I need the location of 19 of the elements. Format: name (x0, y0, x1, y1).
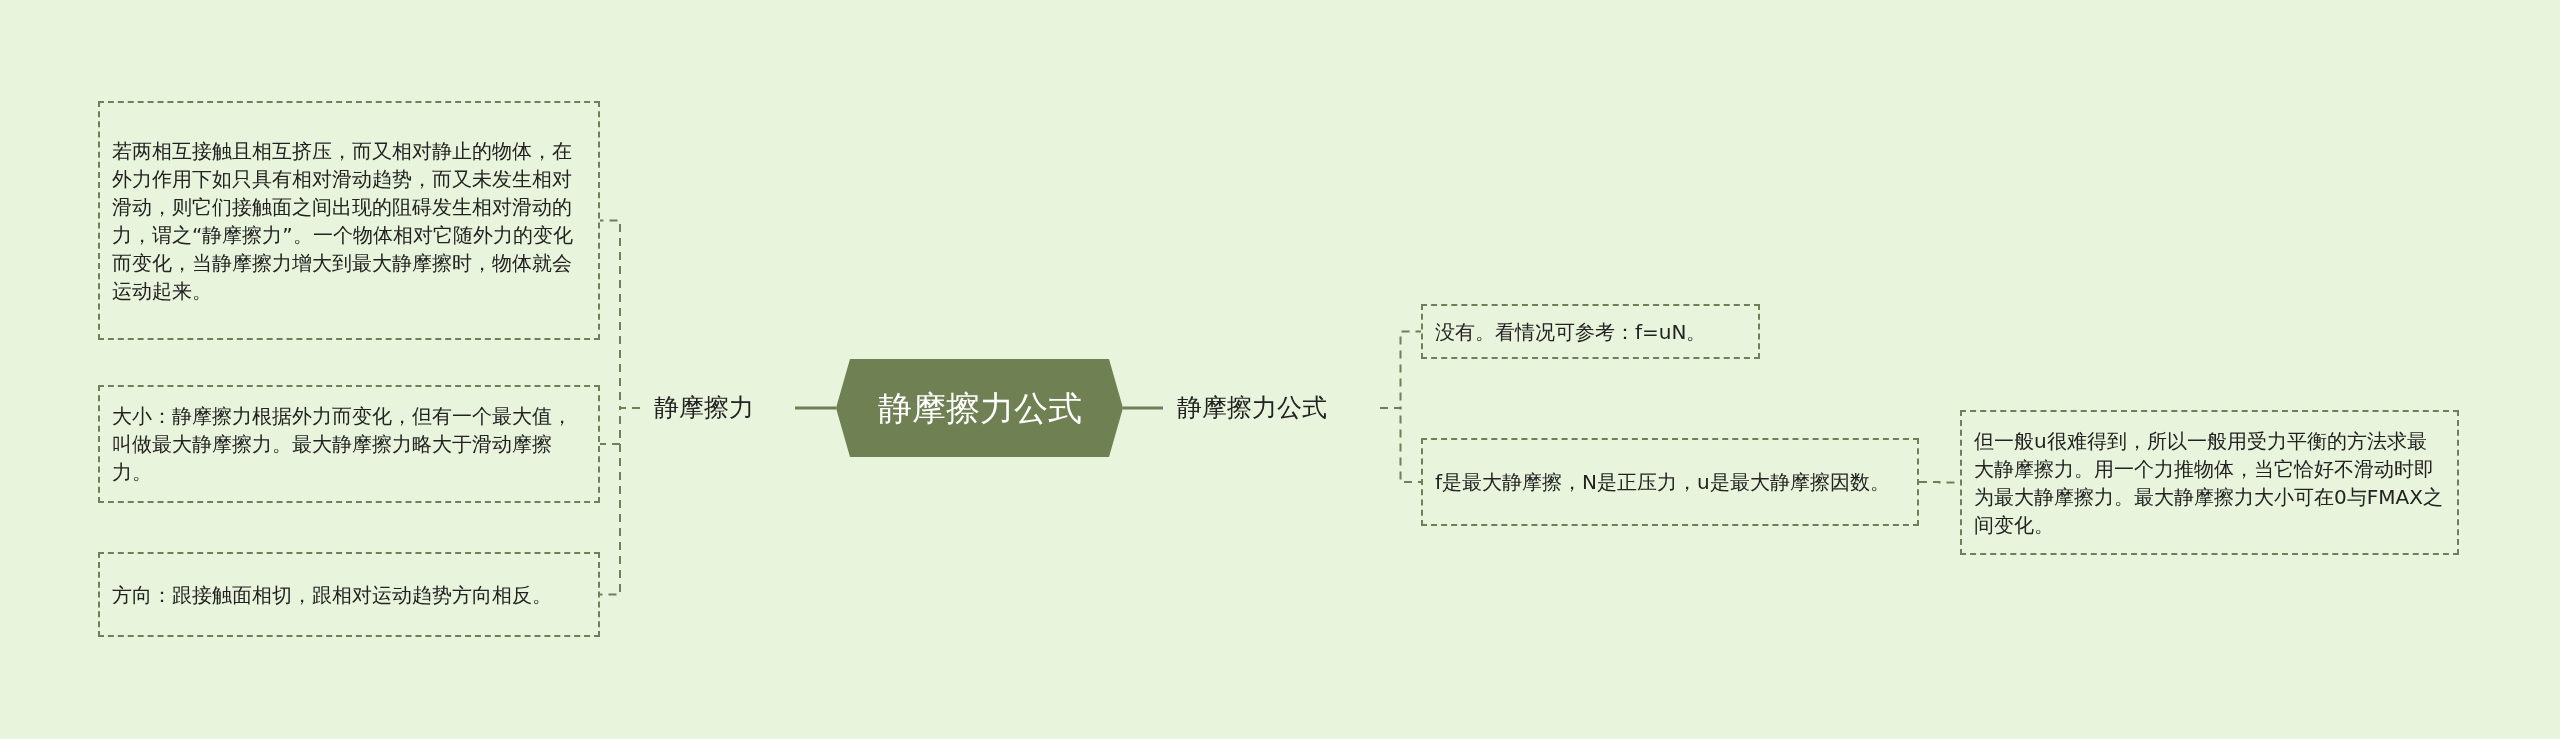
node-text: 没有。看情况可参考：f=uN。 (1435, 318, 1707, 346)
topic-title: 静摩擦力公式 (877, 388, 1082, 428)
node-text: 若两相互接触且相互挤压，而又相对静止的物体，在外力作用下如只具有相对滑动趋势，而又未发生相对滑动，则它们接触面之间出现的阻碍发生相对滑动的力，谓之“静摩擦力”。一个物体相对它随外力的变化而变化，当静摩擦力增大到最大静摩擦时，物体就会运动起来。 (112, 137, 574, 305)
note-box (1960, 410, 2459, 555)
note-box (1421, 304, 1760, 359)
note-box (98, 385, 600, 503)
connector-line (795, 406, 836, 410)
note-box (98, 101, 600, 340)
node-text: 大小：静摩擦力根据外力而变化，但有一个最大值，叫做最大静摩擦力。最大静摩擦力略大于滑动摩擦力。 (112, 403, 573, 486)
node-text: 方向：跟接触面相切，跟相对运动趋势方向相反。 (112, 581, 552, 609)
connector-line (1379, 407, 1422, 483)
connector-line (1123, 406, 1163, 410)
connector-line (599, 407, 641, 596)
node-text: 静摩擦力 (654, 394, 754, 422)
note-box (1421, 438, 1919, 526)
node-text: 但一般u很难得到，所以一般用受力平衡的方法求最大静摩擦力。用一个力推物体，当它恰好不滑动时即为最大静摩擦力。最大静摩擦力大小可在0与FMAX之间变化。 (1974, 427, 2444, 539)
node-text: 静摩擦力公式 (1177, 394, 1327, 422)
node-text: f是最大静摩擦，N是正压力，u是最大静摩擦因数。 (1435, 469, 1890, 496)
note-box (98, 552, 600, 637)
